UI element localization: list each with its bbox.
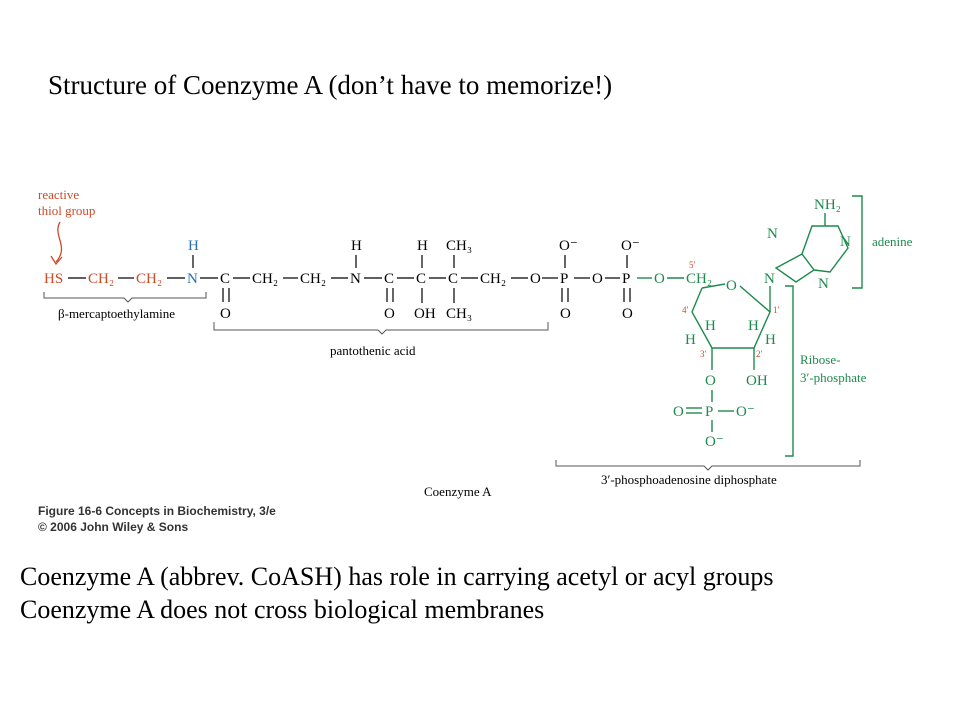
brace-phosphoadenosine	[555, 460, 861, 471]
label-pantothenic-acid: pantothenic acid	[330, 343, 416, 358]
atom-ch3-1: CH₃	[446, 238, 472, 254]
label-adenine: adenine	[872, 234, 913, 249]
atom-h-2: H	[351, 238, 362, 254]
atom-ch2-5: CH₂	[480, 271, 506, 287]
brace-mercaptoethylamine	[43, 292, 207, 303]
atom-p-2: P	[622, 271, 630, 287]
label-ribose-line2: 3′-phosphate	[800, 370, 867, 385]
atom-o-ring: O	[726, 278, 737, 294]
atom-oh-2: OH	[746, 373, 768, 389]
atom-o-4: O	[560, 306, 571, 322]
atom-p-3: P	[705, 404, 713, 420]
atom-n-1: N	[840, 234, 851, 250]
atom-o-2: O	[384, 306, 395, 322]
atom-o-8: O	[705, 373, 716, 389]
label-phosphoadenosine-diphosphate: 3′-phosphoadenosine diphosphate	[601, 472, 777, 487]
figure-caption: Figure 16-6 Concepts in Biochemistry, 3/…	[38, 503, 276, 535]
annotation-thiol-group: thiol group	[38, 203, 95, 218]
atom-o-9: O	[673, 404, 684, 420]
atom-h-1: H	[188, 238, 199, 254]
atom-ch3-2: CH₃	[446, 306, 472, 322]
atom-n-9: N	[764, 271, 775, 287]
atom-ch2-4: CH₂	[300, 271, 326, 287]
atom-h-r1: H	[705, 318, 716, 334]
atom-c-1: C	[220, 271, 230, 287]
atom-n-1: N	[187, 271, 198, 287]
adenine-bracket	[852, 195, 863, 289]
label-mercaptoethylamine: β-mercaptoethylamine	[58, 306, 175, 321]
brace-pantothenic-acid	[213, 322, 549, 335]
atom-o-5: O	[592, 271, 603, 287]
atom-o-7: O	[654, 271, 665, 287]
annotation-arrow	[55, 221, 63, 263]
atom-o-minus-1: O⁻	[559, 238, 578, 254]
atom-n-7: N	[767, 226, 778, 242]
atom-o-1: O	[220, 306, 231, 322]
caption-line-1: Figure 16-6 Concepts in Biochemistry, 3/…	[38, 504, 276, 518]
coenzyme-a-structure-diagram: reactive thiol group HS CH₂ CH₂ N H C O …	[38, 187, 913, 499]
atom-ch2-1: CH₂	[88, 271, 114, 287]
atom-c-4: C	[448, 271, 458, 287]
atom-nh2: NH₂	[814, 197, 841, 213]
atom-oh-1: OH	[414, 306, 436, 322]
annotation-arrowhead	[50, 255, 63, 266]
atom-h-r3: H	[685, 332, 696, 348]
bullet-2: Coenzyme A does not cross biological mem…	[20, 595, 545, 624]
prime-3: 3′	[700, 349, 707, 359]
caption-line-2: © 2006 John Wiley & Sons	[38, 520, 189, 534]
atom-hs: HS	[44, 271, 63, 287]
atom-o-minus-3: O⁻	[736, 404, 755, 420]
ribose-bracket	[785, 285, 794, 457]
atom-h-r4: H	[765, 332, 776, 348]
atom-n-2: N	[350, 271, 361, 287]
label-ribose-line1: Ribose-	[800, 352, 840, 367]
label-coenzyme-a: Coenzyme A	[424, 484, 492, 499]
annotation-reactive: reactive	[38, 187, 79, 202]
atom-c-2: C	[384, 271, 394, 287]
atom-o-minus-4: O⁻	[705, 434, 724, 450]
atom-ch2-3: CH₂	[252, 271, 278, 287]
bullet-1: Coenzyme A (abbrev. CoASH) has role in c…	[20, 562, 774, 591]
atom-h-r2: H	[748, 318, 759, 334]
atom-ch2-6: CH₂	[686, 271, 712, 287]
atom-p-1: P	[560, 271, 568, 287]
atom-c-3: C	[416, 271, 426, 287]
prime-1: 1′	[773, 305, 780, 315]
bullet-list: Coenzyme A (abbrev. CoASH) has role in c…	[20, 560, 774, 626]
prime-5: 5′	[689, 260, 696, 270]
atom-h-3: H	[417, 238, 428, 254]
atom-n-3: N	[818, 276, 829, 292]
slide-title: Structure of Coenzyme A (don’t have to m…	[48, 70, 613, 100]
atom-o-minus-2: O⁻	[621, 238, 640, 254]
atom-ch2-2: CH₂	[136, 271, 162, 287]
atom-o-3: O	[530, 271, 541, 287]
prime-4: 4′	[682, 305, 689, 315]
atom-o-6: O	[622, 306, 633, 322]
prime-2: 2′	[756, 349, 763, 359]
